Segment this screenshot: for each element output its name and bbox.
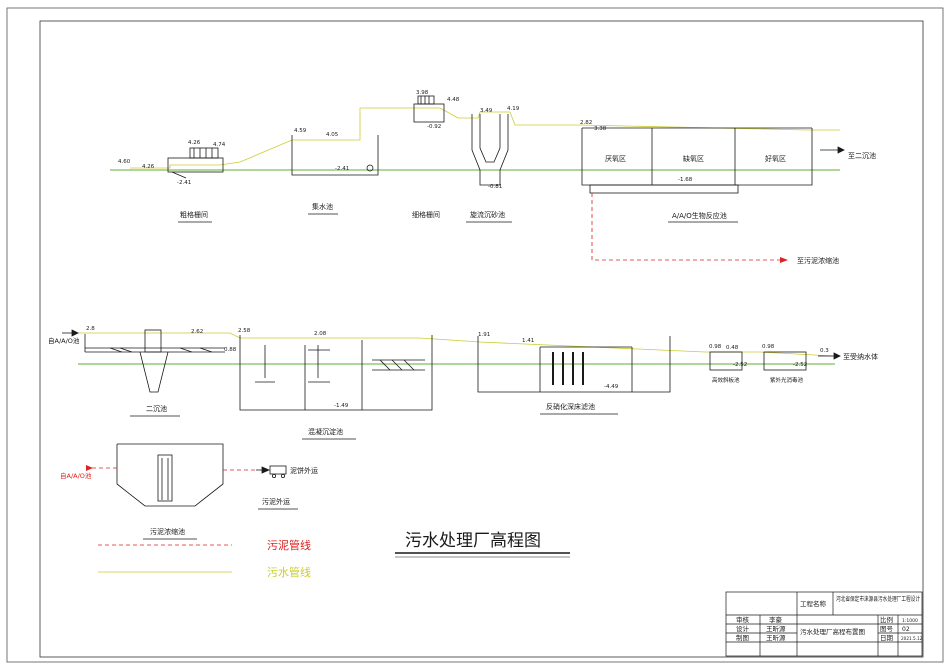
- svg-text:1:1000: 1:1000: [902, 618, 918, 624]
- unit-label-denitrification-filter: 反硝化深床滤池: [546, 402, 595, 411]
- title-block: [725, 591, 923, 657]
- unit-label-fine-screen: 细格栅间: [412, 210, 440, 219]
- secondary-clarifier: [84, 329, 225, 393]
- svg-text:1.41: 1.41: [522, 338, 534, 344]
- svg-text:李豪: 李豪: [769, 615, 783, 624]
- svg-text:2021.5.12: 2021.5.12: [901, 636, 923, 641]
- svg-text:02: 02: [902, 626, 910, 633]
- row3-process: [116, 443, 287, 507]
- legend-sludge-label: 污泥管线: [267, 538, 311, 552]
- grit-chamber: [471, 114, 509, 186]
- row1-process: [110, 95, 845, 194]
- svg-text:2.08: 2.08: [314, 331, 327, 337]
- svg-text:2.58: 2.58: [238, 328, 251, 334]
- svg-text:-2.52: -2.52: [793, 362, 807, 368]
- arrow-in-label-3: 自A/A/O池: [60, 471, 92, 480]
- unit-label-collection-pond: 集水池: [312, 202, 333, 211]
- drawing-title: 污水处理厂高程图: [405, 531, 541, 551]
- outer-frame: [6, 7, 944, 663]
- svg-text:比例: 比例: [880, 615, 893, 624]
- legend-sewage-label: 污水管线: [267, 565, 311, 579]
- svg-text:2.62: 2.62: [191, 329, 203, 335]
- zone-anoxic: 缺氧区: [683, 154, 704, 163]
- row2-elevations: 2.8 2.62 0.88 2.58 2.08 -1.49 1.91 1.41 …: [86, 326, 829, 409]
- svg-text:工程名称: 工程名称: [800, 599, 827, 608]
- svg-text:4.74: 4.74: [213, 142, 226, 148]
- zone-aerobic: 好氧区: [765, 154, 786, 163]
- svg-text:0.98: 0.98: [709, 344, 722, 350]
- svg-text:4.19: 4.19: [507, 106, 520, 112]
- svg-text:设计: 设计: [736, 624, 750, 633]
- unit-label-secondary-clarifier: 二沉池: [146, 404, 167, 413]
- svg-text:2.82: 2.82: [580, 120, 592, 126]
- svg-text:2.8: 2.8: [86, 326, 95, 332]
- svg-text:-2.41: -2.41: [177, 180, 191, 186]
- title-block-text: 工程名称 河北省保定市涞源县污水处理厂工程设计 污水处理厂高程布置图 比例 1:…: [736, 595, 923, 642]
- svg-text:0.3: 0.3: [820, 348, 829, 354]
- row1-elevations: 4.60 4.26 4.26 4.74 -2.41 4.59 4.05 -2.4…: [118, 90, 693, 190]
- arrow-out-label-2: 至受纳水体: [843, 352, 878, 361]
- zone-anaerobic: 厌氧区: [605, 154, 626, 163]
- svg-text:-0.92: -0.92: [427, 124, 441, 130]
- sludge-arrow-3: [86, 465, 93, 471]
- svg-text:3.38: 3.38: [594, 126, 607, 132]
- unit-label-uv-pool: 紫外光消毒池: [770, 376, 804, 384]
- svg-text:-1.49: -1.49: [334, 403, 349, 409]
- svg-text:4.26: 4.26: [188, 140, 201, 146]
- arrow-in-label-2: 自A/A/O池: [48, 336, 80, 345]
- project-name-line: 河北省保定市涞源县污水处理厂工程设计: [836, 595, 920, 603]
- svg-text:1.91: 1.91: [478, 332, 490, 338]
- sludge-line-1: [591, 193, 780, 261]
- water-line-2: [78, 332, 833, 357]
- svg-text:-0.81: -0.81: [488, 184, 502, 190]
- svg-text:图号: 图号: [880, 625, 894, 633]
- unit-label-high-eff-pool: 高效斜板池: [712, 376, 740, 384]
- aao-tank: [581, 127, 813, 194]
- inner-frame: [39, 20, 924, 658]
- unit-label-coag-sedimentation: 混凝沉淀池: [308, 427, 343, 436]
- row2-process: [62, 329, 841, 411]
- svg-text:审核: 审核: [736, 615, 750, 624]
- collection-pond: [291, 135, 379, 176]
- fine-screen: [413, 95, 445, 123]
- svg-text:王昕源: 王昕源: [766, 624, 786, 633]
- svg-text:0.98: 0.98: [762, 344, 775, 350]
- svg-text:4.26: 4.26: [142, 164, 155, 170]
- unit-label-aao: A/A/O生物反应池: [672, 211, 727, 220]
- svg-text:制图: 制图: [736, 633, 749, 642]
- sludge-out-label-1: 至污泥浓缩池: [797, 256, 839, 265]
- sludge-thickener: [116, 443, 224, 507]
- unit-label-coarse-screen: 粗格栅间: [180, 210, 208, 219]
- svg-text:4.05: 4.05: [326, 132, 339, 138]
- svg-text:3.98: 3.98: [416, 90, 429, 96]
- coag-sedimentation: [239, 335, 433, 411]
- unit-label-sludge-thickener: 污泥浓缩池: [150, 527, 185, 536]
- svg-text:王昕源: 王昕源: [766, 633, 786, 642]
- sludge-out-label-3: 污泥外运: [262, 497, 290, 506]
- uv-pool: [763, 351, 807, 371]
- denitrification-filter: [477, 336, 671, 393]
- high-eff-pool: [709, 351, 743, 371]
- svg-text:污水处理厂高程布置图: 污水处理厂高程布置图: [800, 627, 865, 636]
- svg-text:-2.52: -2.52: [733, 362, 747, 368]
- unit-label-grit-chamber: 旋流沉砂池: [470, 210, 505, 219]
- svg-text:3.49: 3.49: [480, 108, 493, 114]
- arrow-out-label-1: 至二沉池: [848, 151, 876, 160]
- svg-text:4.48: 4.48: [447, 97, 460, 103]
- sludge-arrow-1: [780, 257, 788, 263]
- water-line-1: [130, 107, 840, 169]
- svg-text:-1.68: -1.68: [678, 177, 693, 183]
- sludge-truck: [256, 465, 287, 478]
- svg-text:0.48: 0.48: [726, 345, 739, 351]
- truck-out-label: 泥饼外运: [290, 466, 318, 475]
- svg-text:-2.41: -2.41: [335, 166, 349, 172]
- svg-text:0.88: 0.88: [224, 347, 237, 353]
- svg-text:日期: 日期: [880, 634, 894, 642]
- svg-text:4.60: 4.60: [118, 159, 131, 165]
- coarse-screen: [167, 147, 224, 179]
- svg-text:-4.49: -4.49: [604, 384, 619, 390]
- svg-text:4.59: 4.59: [294, 128, 307, 134]
